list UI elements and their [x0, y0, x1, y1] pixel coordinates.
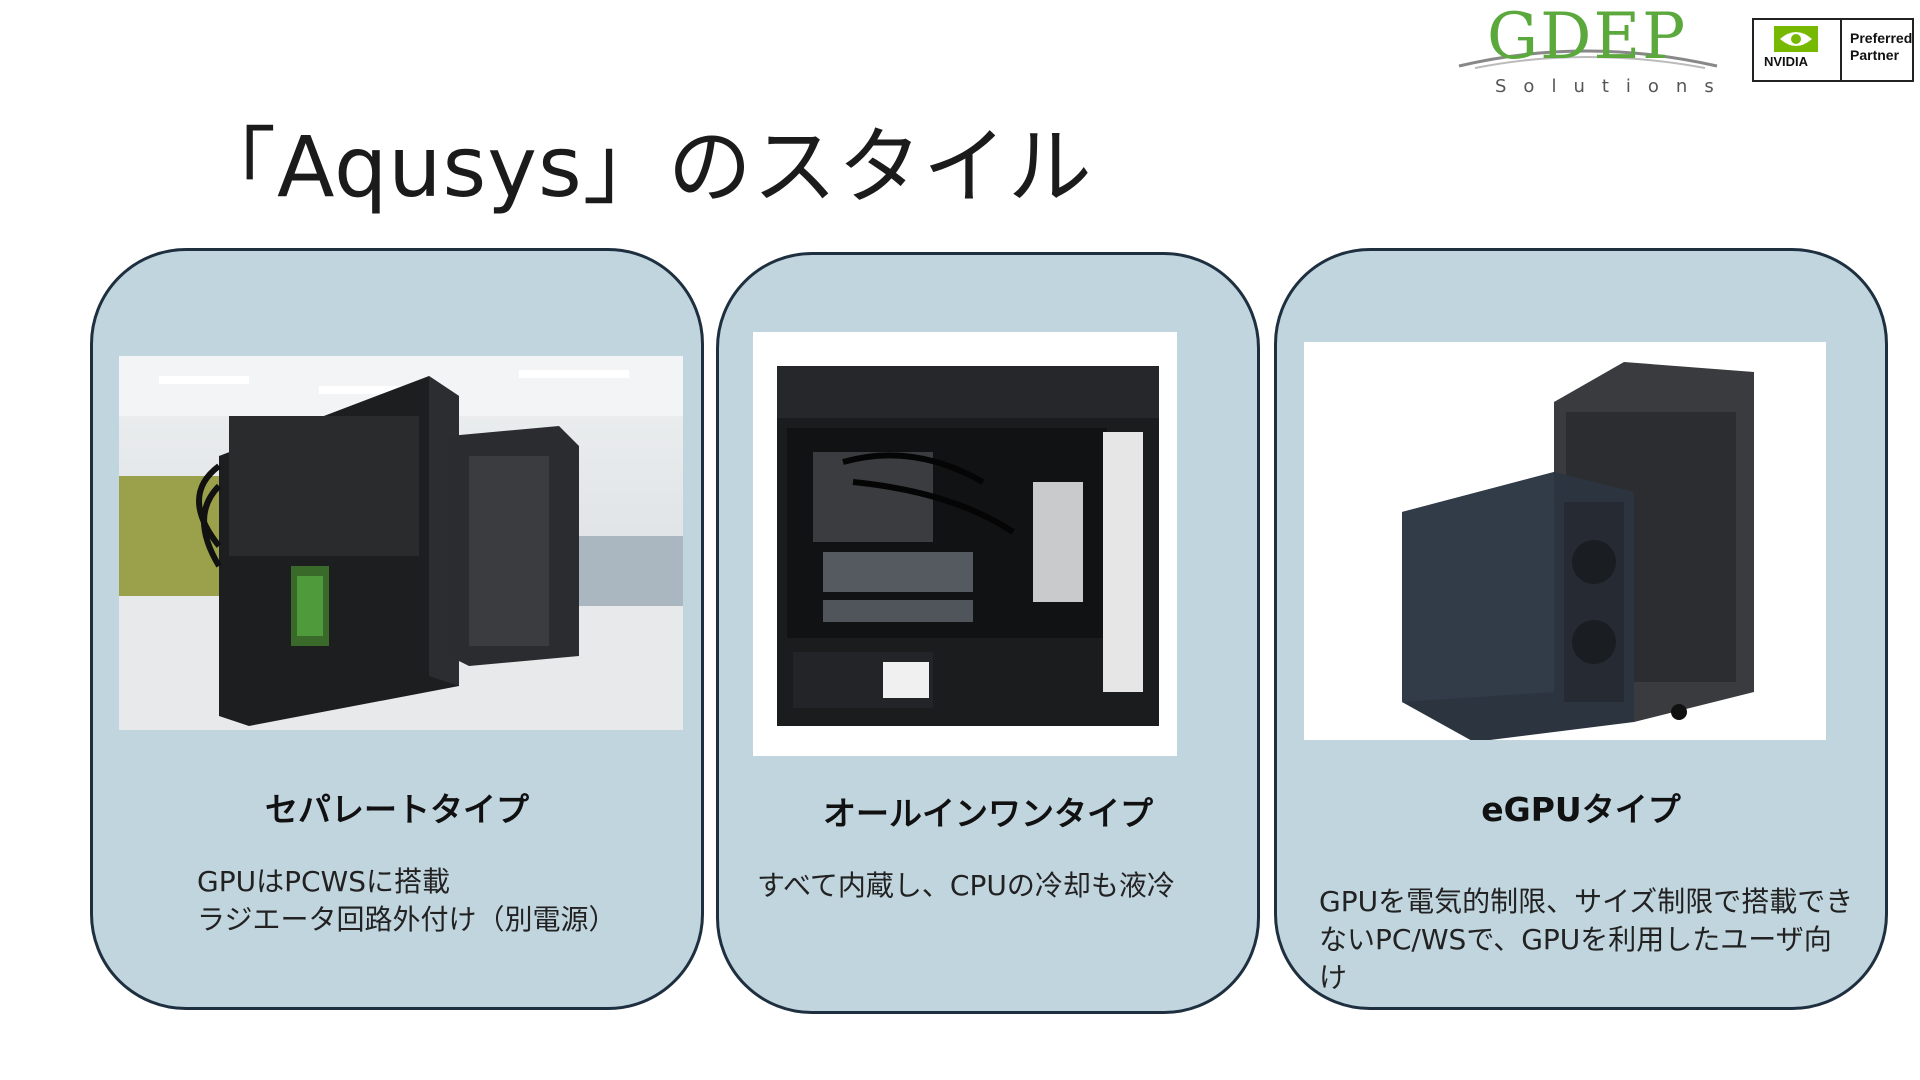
desc-line: GPUはPCWSに搭載	[197, 865, 450, 898]
nvidia-wordmark: NVIDIA	[1764, 54, 1809, 69]
card-title-separate: セパレートタイプ	[265, 790, 529, 829]
partner-line-2: Partner	[1850, 47, 1900, 63]
partner-line-1: Preferred	[1850, 30, 1913, 46]
card-title-egpu: eGPUタイプ	[1481, 790, 1681, 829]
card-desc-egpu: GPUを電気的制限、サイズ制限で搭載できないPC/WSで、GPUを利用したユーザ…	[1319, 885, 1854, 994]
slide-title: 「Aqusys」のスタイル	[192, 118, 1093, 216]
egpu-photo-icon	[1402, 362, 1754, 740]
egpu-enclosure-photo	[1304, 342, 1826, 740]
card-egpu-type: eGPUタイプ GPUを電気的制限、サイズ制限で搭載できないPC/WSで、GPU…	[1274, 248, 1888, 1010]
gdep-logo-text: GDEP	[1487, 0, 1688, 74]
gdep-swoosh-icon	[1458, 49, 1718, 69]
nvidia-partner-badge: NVIDIA Preferred Partner	[1752, 18, 1914, 82]
desc-line: すべて内蔵し、CPUの冷却も液冷	[757, 869, 1175, 902]
nvidia-logo: NVIDIA	[1754, 20, 1842, 80]
gdep-logo-subtext: Solutions	[1495, 76, 1731, 97]
nvidia-partner-text: Preferred Partner	[1850, 30, 1912, 64]
desc-line: ラジエータ回路外付け（別電源）	[197, 903, 617, 936]
chassis-photo-icon	[777, 366, 1159, 726]
card-title-all-in-one: オールインワンタイプ	[823, 794, 1153, 833]
workstation-photo-icon	[119, 356, 683, 730]
all-in-one-chassis-photo	[753, 332, 1177, 756]
card-desc-all-in-one: すべて内蔵し、CPUの冷却も液冷	[757, 867, 1175, 905]
card-desc-separate: GPUはPCWSに搭載 ラジエータ回路外付け（別電源）	[197, 863, 616, 939]
card-separate-type: セパレートタイプ GPUはPCWSに搭載 ラジエータ回路外付け（別電源）	[90, 248, 704, 1010]
separate-workstation-photo	[119, 356, 683, 730]
nvidia-eye-icon	[1774, 26, 1818, 52]
card-all-in-one-type: オールインワンタイプ すべて内蔵し、CPUの冷却も液冷	[716, 252, 1260, 1014]
gdep-logo: GDEP Solutions	[1455, 0, 1720, 98]
